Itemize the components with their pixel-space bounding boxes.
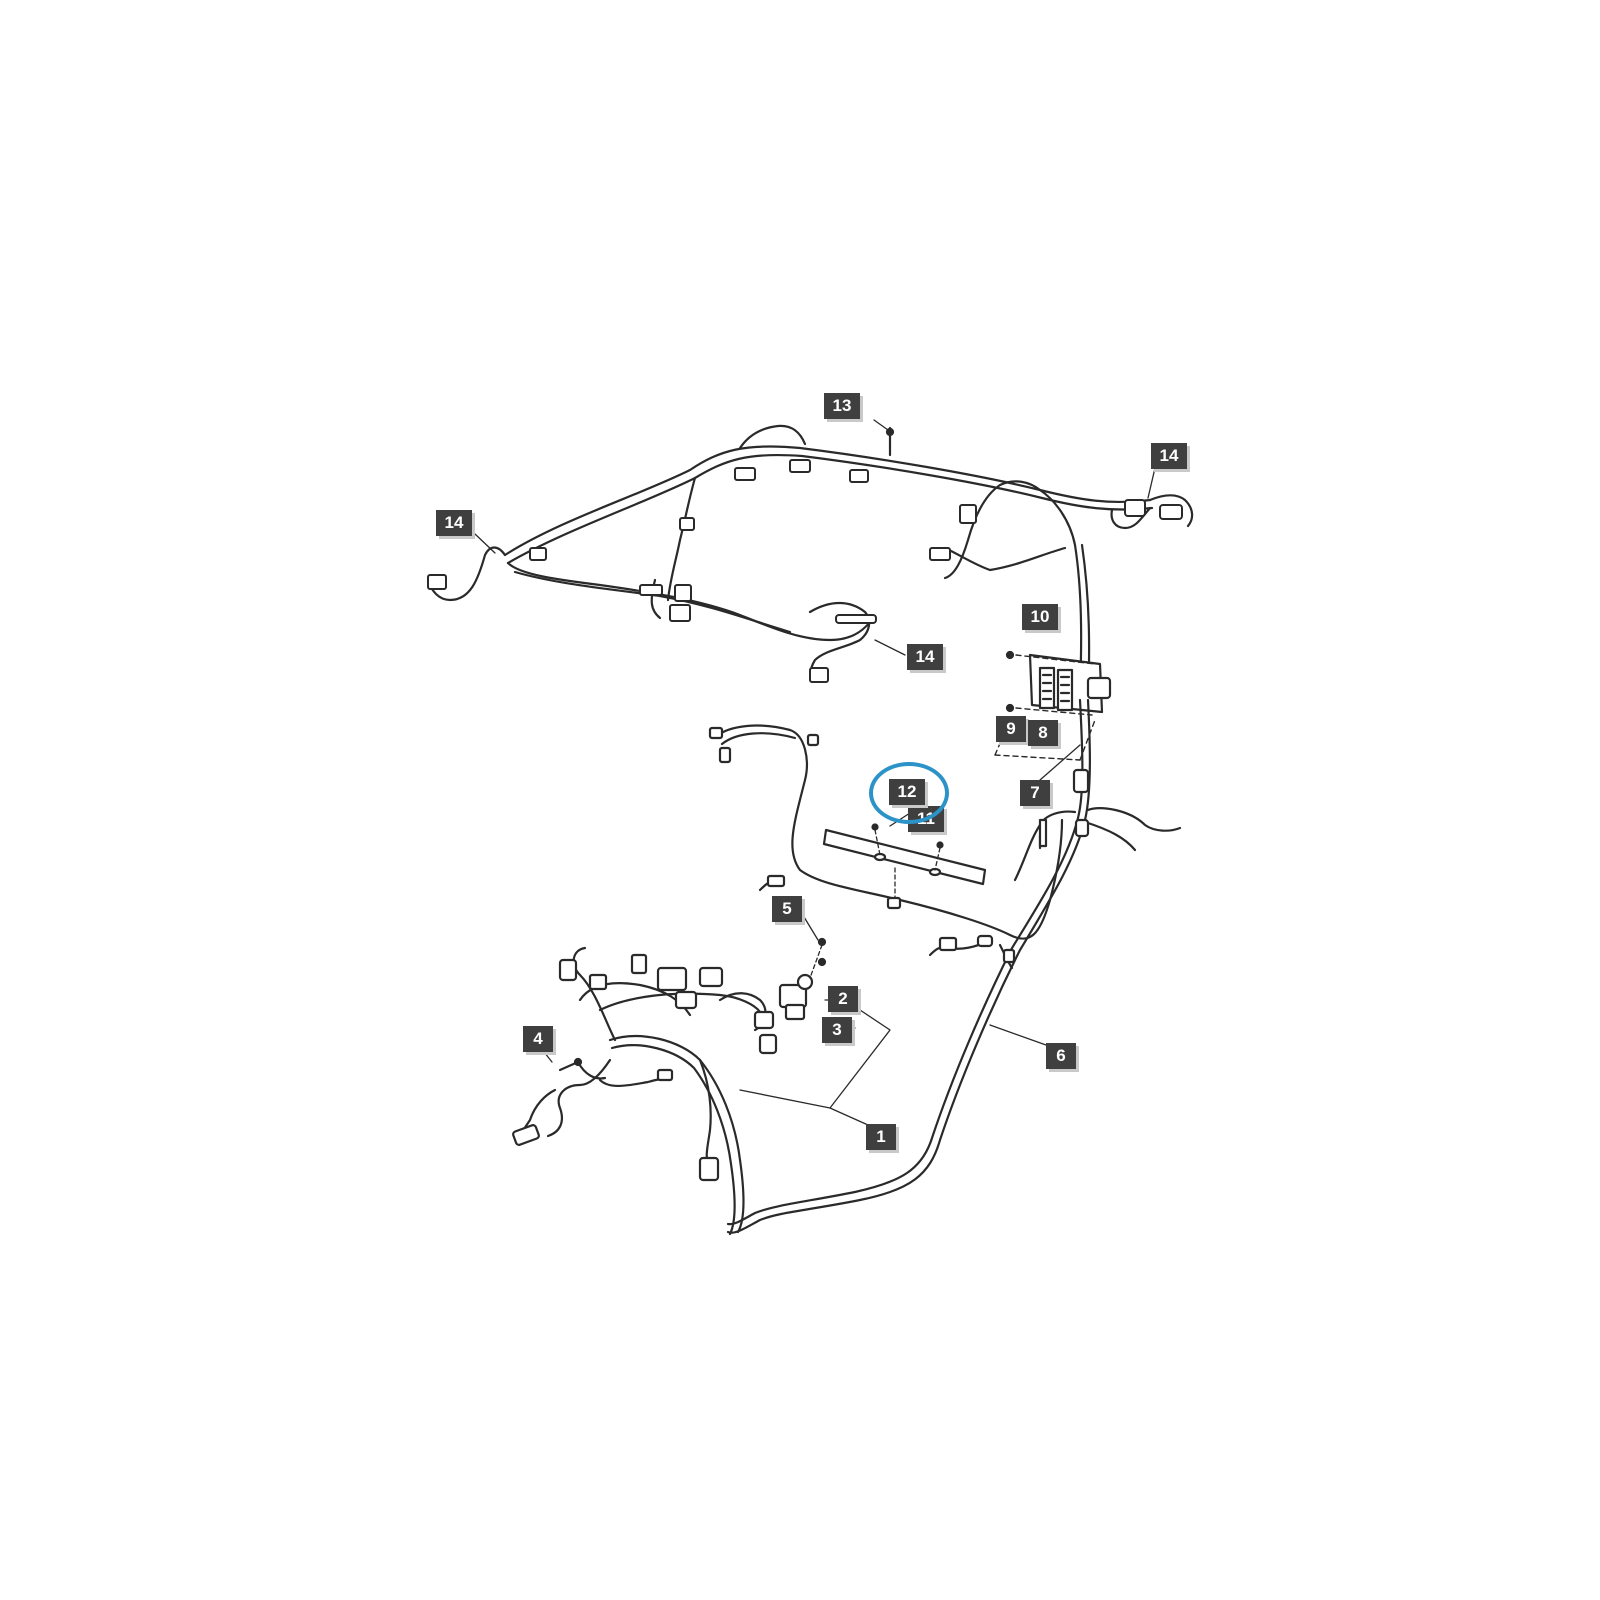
bracket-plate-11 (822, 823, 987, 910)
callout-4[interactable]: 4 (523, 1026, 553, 1052)
callout-14-left[interactable]: 14 (436, 510, 472, 536)
callout-8[interactable]: 8 (1028, 720, 1058, 746)
relay-parts (778, 937, 827, 1021)
callout-5[interactable]: 5 (772, 896, 802, 922)
callout-1[interactable]: 1 (866, 1124, 896, 1150)
engine-harness-1 (512, 946, 778, 1236)
callout-3[interactable]: 3 (822, 1017, 852, 1043)
callout-13[interactable]: 13 (824, 393, 860, 419)
callout-14-right[interactable]: 14 (1151, 443, 1187, 469)
fuse-box-assembly (994, 650, 1112, 761)
part-4 (558, 1057, 607, 1080)
center-harness (708, 724, 1064, 970)
callout-12-highlight-ring (869, 762, 949, 824)
callout-9[interactable]: 9 (996, 716, 1026, 742)
callout-7[interactable]: 7 (1020, 780, 1050, 806)
callout-2[interactable]: 2 (828, 986, 858, 1012)
callout-10[interactable]: 10 (1022, 604, 1058, 630)
leader-lines (474, 419, 1156, 1126)
callout-14-center[interactable]: 14 (907, 644, 943, 670)
callout-6[interactable]: 6 (1046, 1043, 1076, 1069)
screw-13 (885, 426, 895, 457)
harness-6 (726, 698, 1182, 1234)
